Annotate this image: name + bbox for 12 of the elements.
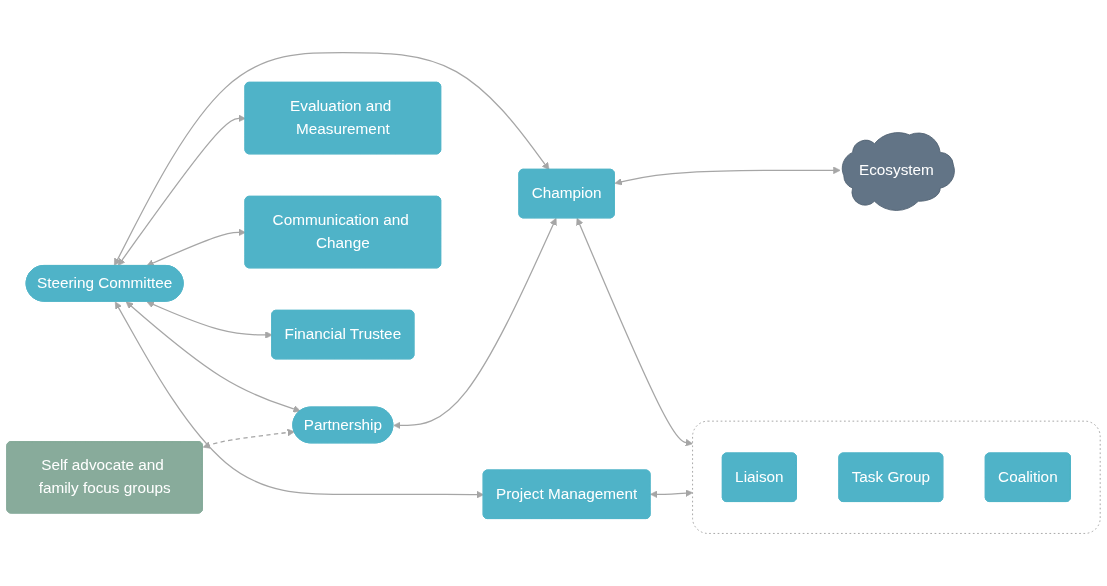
- arrow: [146, 300, 273, 339]
- arrow: [202, 428, 295, 449]
- arrow: [146, 228, 246, 267]
- arrow: [393, 217, 557, 430]
- arrow: [576, 217, 693, 447]
- arrow: [650, 489, 693, 499]
- arrow: [125, 301, 301, 413]
- arrow: [115, 301, 484, 499]
- arrow: [614, 166, 841, 186]
- arrow: [114, 51, 550, 266]
- arrow: [117, 114, 246, 266]
- cluster: [692, 420, 1101, 534]
